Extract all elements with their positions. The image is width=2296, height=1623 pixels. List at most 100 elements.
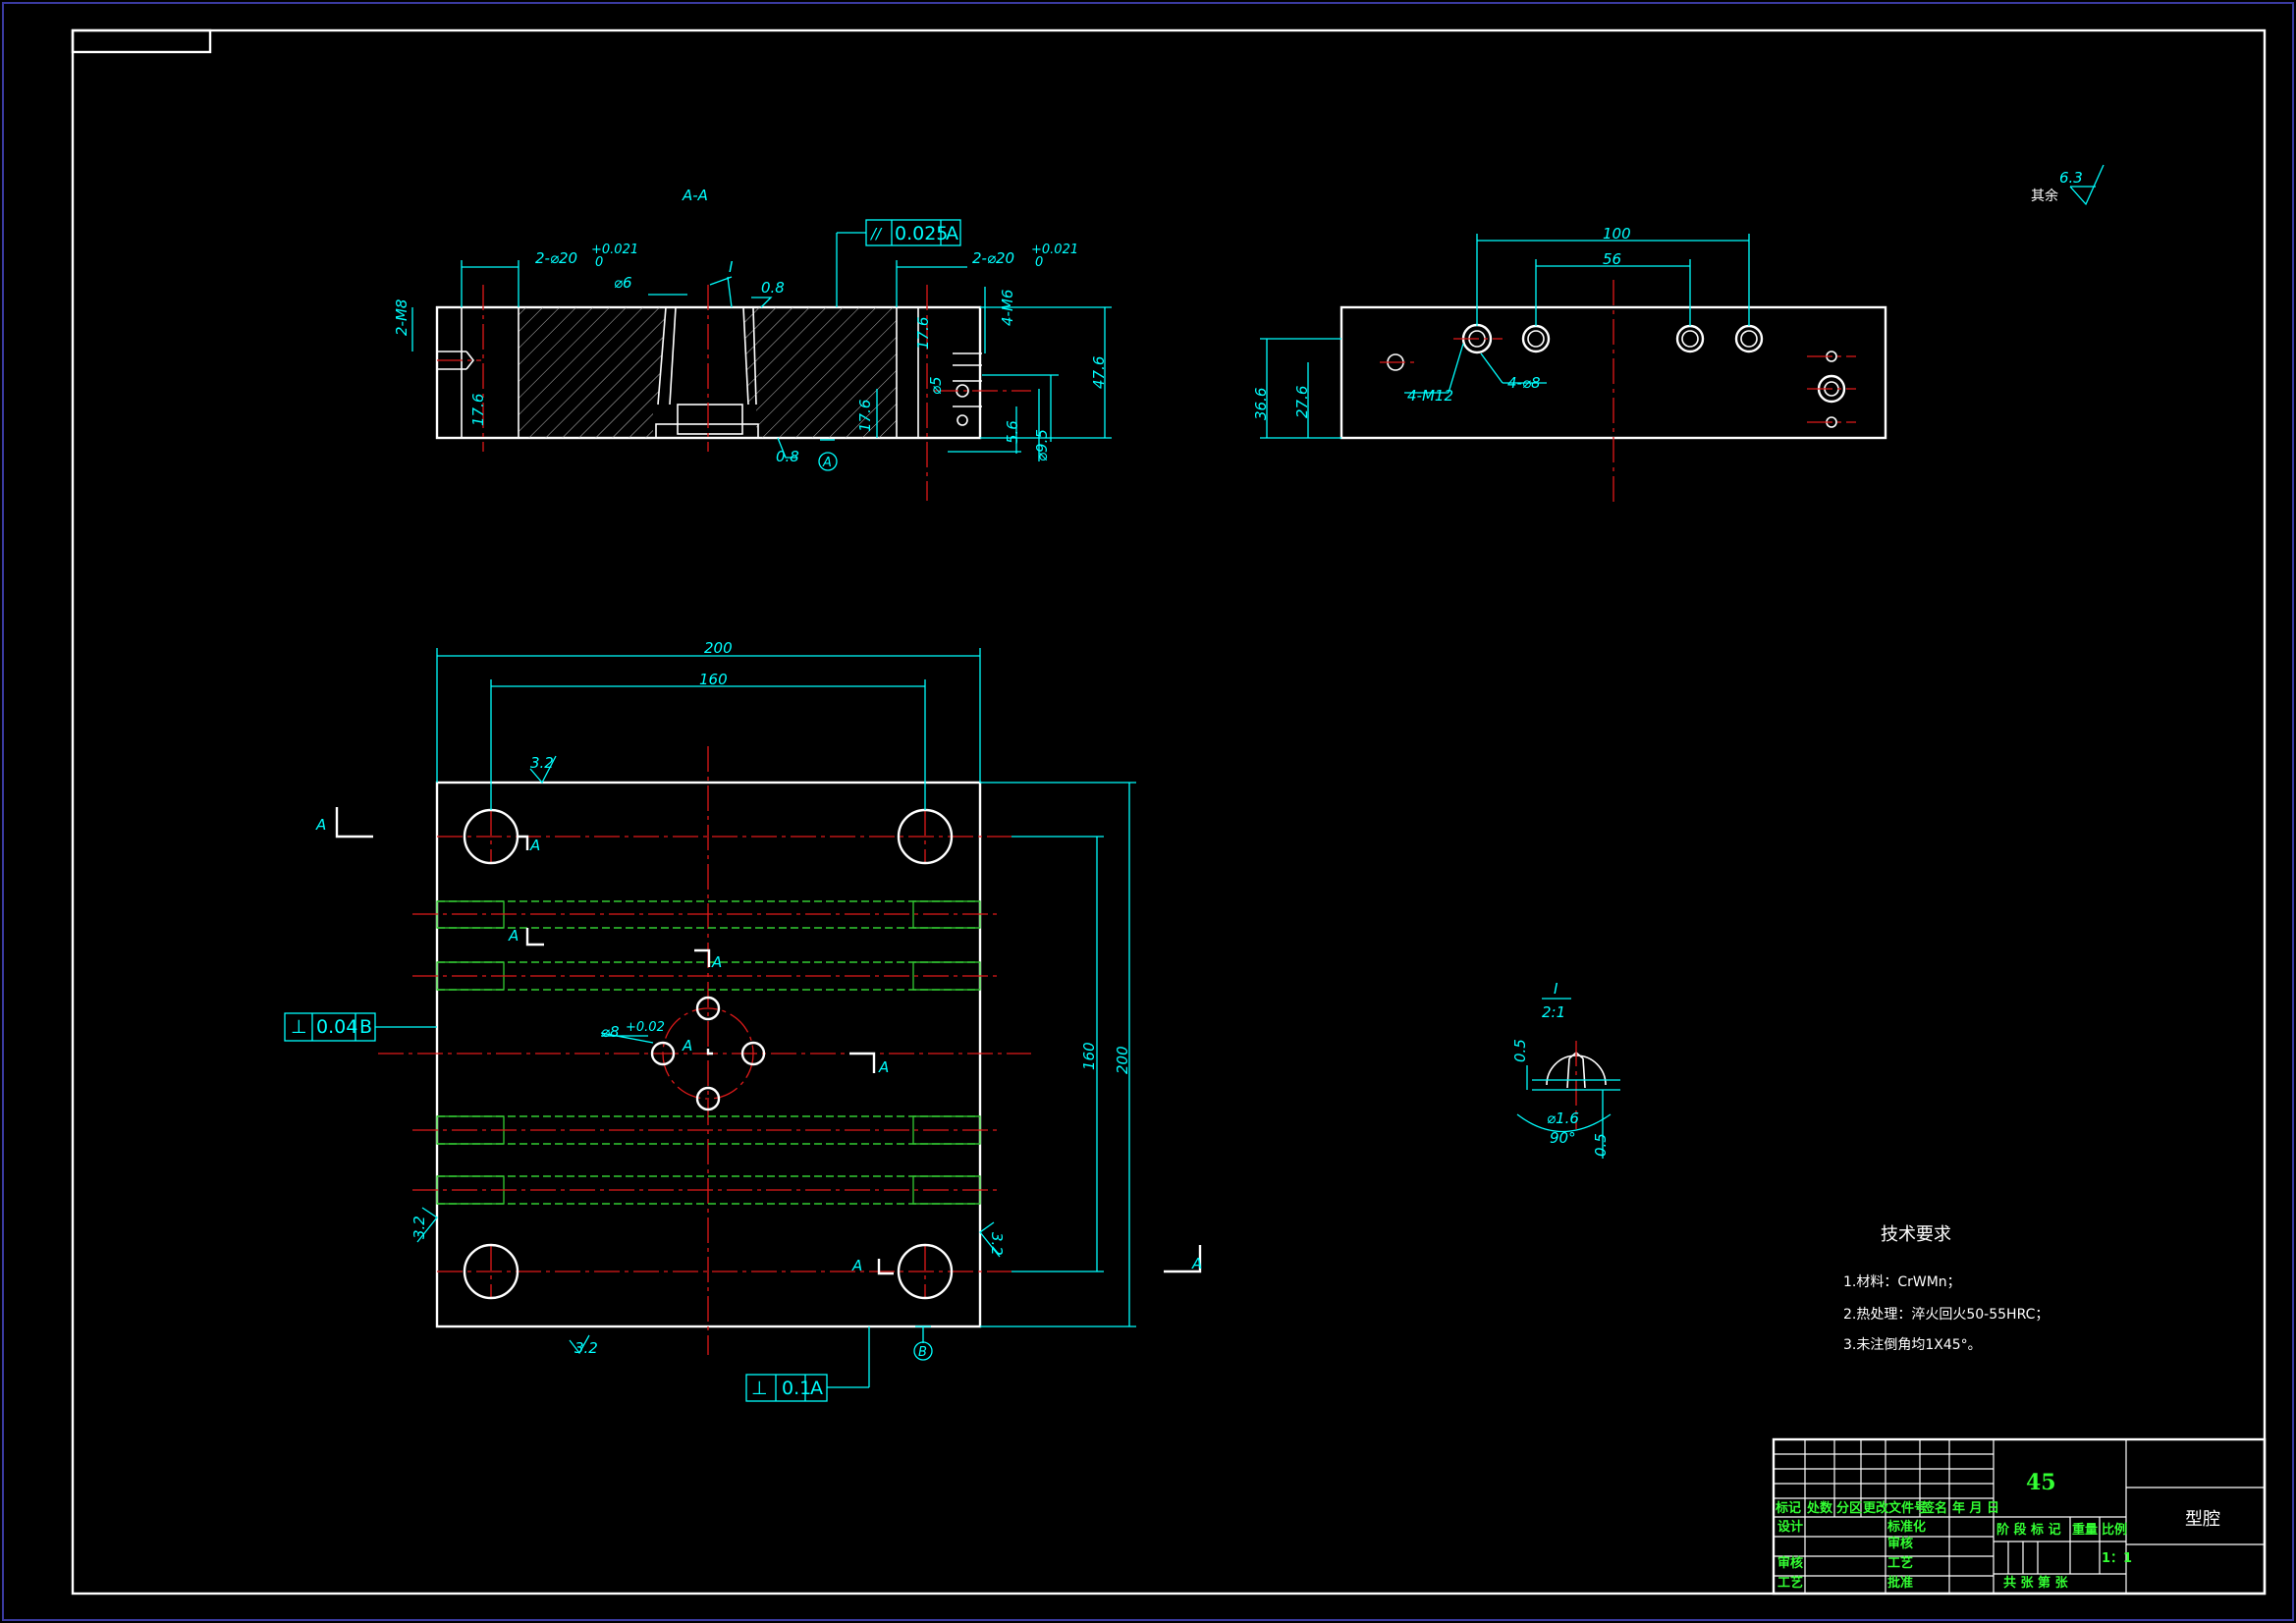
dim-step: 5.6 <box>1004 420 1021 444</box>
tol-left-upper: +0.021 <box>591 243 638 257</box>
svg-text:A: A <box>946 223 958 244</box>
svg-text:⊥: ⊥ <box>751 1378 768 1399</box>
dim-height: 47.6 <box>1090 356 1108 389</box>
dim-height-27: 27.6 <box>1293 386 1311 418</box>
corner-hole-bl <box>463 1243 519 1300</box>
dim-inner-width: 160 <box>699 671 728 688</box>
svg-text:分区: 分区 <box>1836 1500 1862 1516</box>
svg-text:A: A <box>508 927 519 945</box>
dim-depth-a: 17.6 <box>469 394 487 426</box>
detail-dim-angle: 90° <box>1550 1129 1576 1147</box>
svg-text:审核: 审核 <box>1887 1536 1913 1551</box>
section-label: A-A <box>682 187 708 204</box>
tech-req-item-2: 2.热处理：淬火回火50-55HRC； <box>1843 1307 2049 1323</box>
svg-text:0.1: 0.1 <box>782 1378 811 1399</box>
section-view: A-A 2 <box>393 187 1112 501</box>
svg-text:A: A <box>529 837 540 854</box>
svg-text:0.025: 0.025 <box>895 223 948 244</box>
roughness-right: 3.2 <box>988 1232 1006 1256</box>
roughness-bottom: 3.2 <box>574 1339 598 1357</box>
corner-hole-br <box>897 1243 954 1300</box>
dim-inner-height: 160 <box>1080 1042 1098 1070</box>
svg-text:6.3: 6.3 <box>2059 169 2083 187</box>
taper-bottom: 0.8 <box>776 448 799 465</box>
gate-pitch-circle <box>662 1007 754 1100</box>
svg-text:阶 段 标 记: 阶 段 标 记 <box>1996 1522 2061 1538</box>
tech-req-item-3: 3.未注倒角均1X45°。 <box>1843 1337 1982 1353</box>
hatch-wedge-right <box>743 307 771 438</box>
roughness-top: 3.2 <box>530 754 554 772</box>
svg-text:+0.02: +0.02 <box>626 1020 665 1035</box>
drawing-frame <box>71 28 2267 1596</box>
dim-small-d: ⌀5 <box>927 376 945 395</box>
svg-text:标准化: 标准化 <box>1886 1519 1926 1535</box>
dim-thread-left: 2-M8 <box>393 299 410 336</box>
svg-text:A: A <box>851 1257 862 1274</box>
svg-text:A: A <box>711 953 722 971</box>
svg-text:重量: 重量 <box>2072 1522 2098 1538</box>
dim-overall-height: 200 <box>1114 1046 1131 1074</box>
svg-text:工艺: 工艺 <box>1887 1555 1913 1571</box>
dim-depth-c: 17.6 <box>856 400 874 432</box>
plan-view: A A A A A A A A ⌀8 +0.02 200 160 160 <box>284 639 1202 1402</box>
dim-gate: ⌀8 <box>601 1023 620 1041</box>
dim-thread-m12: 4-M12 <box>1407 387 1453 405</box>
svg-text:A: A <box>878 1058 889 1076</box>
cooling-channels <box>412 900 1002 1205</box>
detail-dim-dia: ⌀1.6 <box>1547 1109 1579 1127</box>
dim-holes-8: 4-⌀8 <box>1507 374 1541 392</box>
tolerance-frame-perp-a: ⊥ 0.1 A <box>745 1326 870 1402</box>
svg-text:0.04: 0.04 <box>316 1016 357 1038</box>
roughness-left: 3.2 <box>410 1216 428 1239</box>
svg-text:⊥: ⊥ <box>291 1016 307 1038</box>
title-material: 45 <box>2026 1470 2056 1495</box>
roughness-note: 6.3 其余 <box>2031 164 2105 206</box>
svg-text:A: A <box>810 1378 823 1399</box>
svg-text:设计: 设计 <box>1777 1519 1803 1535</box>
svg-text:B: B <box>359 1016 372 1038</box>
svg-text:签名: 签名 <box>1921 1500 1947 1516</box>
cut-marker-right: A <box>1191 1255 1202 1272</box>
tolerance-frame-parallel: // 0.025 A <box>836 219 961 307</box>
dim-width-56: 56 <box>1603 250 1621 268</box>
svg-text:工艺: 工艺 <box>1777 1575 1803 1591</box>
detail-scale: 2:1 <box>1542 1003 1565 1021</box>
dim-overall-width: 200 <box>704 639 733 657</box>
svg-text:其余: 其余 <box>2031 188 2058 204</box>
svg-text:1：1: 1：1 <box>2102 1551 2132 1566</box>
detail-dim-bottom: 0.5 <box>1592 1133 1610 1157</box>
svg-text:A: A <box>682 1037 692 1055</box>
corner-tab <box>71 28 212 54</box>
datum-b-plan: B <box>918 1345 927 1360</box>
tolerance-frame-perp-b: ⊥ 0.04 B <box>284 1012 437 1042</box>
tol-left-lower: 0 <box>595 255 603 270</box>
svg-text:处数: 处数 <box>1806 1500 1833 1516</box>
hatch-region-right <box>771 307 897 438</box>
svg-text:年 月 日: 年 月 日 <box>1952 1500 1999 1516</box>
dim-height-36: 36.6 <box>1252 388 1270 420</box>
cut-marker-left: A <box>315 816 326 834</box>
title-block: 45 型腔 标记 处数 分区 更改文件号 签名 年 月 日 设计 标准化 审核 … <box>1772 1437 2267 1596</box>
svg-text:共 张 第 张: 共 张 第 张 <box>2003 1575 2069 1591</box>
detail-ref-label: I <box>729 258 734 276</box>
taper-top: 0.8 <box>761 279 785 297</box>
title-part-name: 型腔 <box>2185 1509 2220 1530</box>
detail-label: I <box>1554 980 1558 998</box>
svg-text:批准: 批准 <box>1887 1575 1913 1591</box>
dim-holes-top-right: 2-⌀20 <box>972 249 1014 267</box>
svg-text:标记: 标记 <box>1775 1500 1801 1516</box>
dim-depth-b: 17.6 <box>914 317 932 350</box>
svg-text:比例: 比例 <box>2102 1522 2127 1538</box>
detail-view: I 2:1 0.5 0.5 ⌀1.6 90° <box>1511 980 1620 1159</box>
svg-text://: // <box>869 225 883 243</box>
dim-bore: ⌀9.5 <box>1033 429 1051 461</box>
datum-a-section: A <box>822 456 832 470</box>
tol-right-upper: +0.021 <box>1031 243 1078 257</box>
tol-right-lower: 0 <box>1035 255 1043 270</box>
hatch-region-left <box>519 307 653 438</box>
dim-holes-top-left: 2-⌀20 <box>535 249 577 267</box>
tech-req-item-1: 1.材料：CrWMn； <box>1843 1274 1961 1290</box>
detail-dim-top: 0.5 <box>1511 1039 1529 1062</box>
svg-text:审核: 审核 <box>1777 1555 1803 1571</box>
